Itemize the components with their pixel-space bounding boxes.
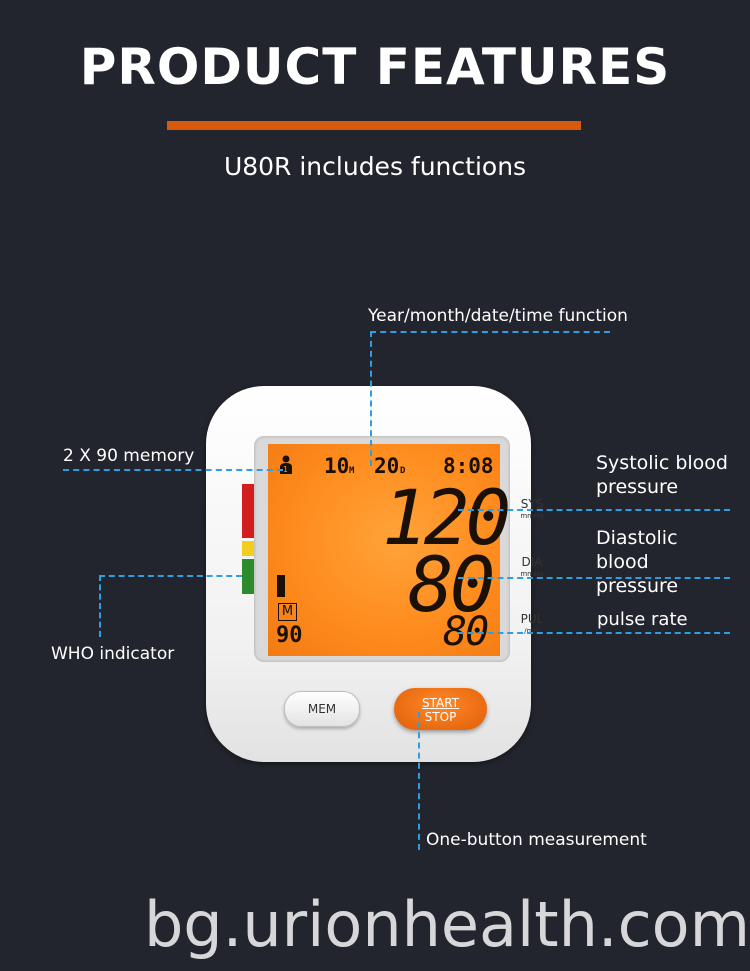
dia-label: DIA	[521, 555, 543, 569]
start-label: START	[421, 696, 460, 710]
callout-diastolic-line	[458, 577, 730, 579]
callout-datetime: Year/month/date/time function	[368, 306, 628, 326]
user-number: 1	[283, 465, 288, 474]
callout-systolic-line	[458, 509, 730, 511]
start-stop-button[interactable]: START STOP	[394, 688, 487, 730]
watermark: bg.urionhealth.com	[143, 888, 750, 961]
user-icon	[278, 455, 294, 475]
pul-label: PUL	[520, 612, 544, 626]
mem-button[interactable]: MEM	[284, 691, 360, 727]
time-value: 8:08	[443, 454, 494, 478]
who-indicator-green	[242, 559, 254, 594]
callout-datetime-line	[370, 331, 610, 333]
pul-unit: PUL /min	[512, 613, 552, 637]
page-title: PRODUCT FEATURES	[79, 38, 671, 96]
callout-pulse-line	[458, 632, 730, 634]
sys-unit: SYS mmHg	[512, 498, 552, 522]
callout-who: WHO indicator	[51, 644, 175, 664]
callout-one-button: One-button measurement	[426, 830, 647, 850]
dia-unit: DIA mmHg	[512, 556, 552, 580]
dia-mmhg: mmHg	[520, 570, 544, 578]
diastolic-value: 80	[408, 540, 495, 629]
page-subtitle: U80R includes functions	[223, 152, 527, 181]
who-indicator-red	[242, 484, 254, 538]
signal-bar	[277, 575, 285, 597]
callout-memory: 2 X 90 memory	[63, 446, 195, 466]
callout-memory-line	[63, 469, 283, 471]
callout-systolic: Systolic blood pressure	[596, 452, 728, 498]
sys-label: SYS	[520, 497, 544, 511]
month-unit: M	[349, 466, 355, 476]
pul-per-min: /min	[524, 627, 540, 635]
callout-who-leader	[99, 575, 101, 637]
callout-pulse: pulse rate	[597, 609, 688, 630]
sys-mmhg: mmHg	[520, 512, 544, 520]
who-indicator-yellow	[242, 541, 254, 556]
systolic-value: 120	[382, 473, 511, 562]
callout-one-button-leader	[418, 712, 420, 850]
title-underline	[167, 121, 581, 130]
memory-mark: M	[278, 603, 297, 621]
callout-diastolic: Diastolic blood pressure	[596, 527, 679, 597]
day-unit: D	[400, 466, 406, 476]
callout-who-line	[99, 575, 242, 577]
lcd-screen	[268, 444, 500, 656]
callout-datetime-leader	[370, 331, 372, 466]
memory-count: 90	[276, 623, 303, 648]
day-value: 20	[374, 454, 400, 478]
stop-label: STOP	[424, 710, 457, 724]
month-value: 10	[324, 454, 350, 478]
